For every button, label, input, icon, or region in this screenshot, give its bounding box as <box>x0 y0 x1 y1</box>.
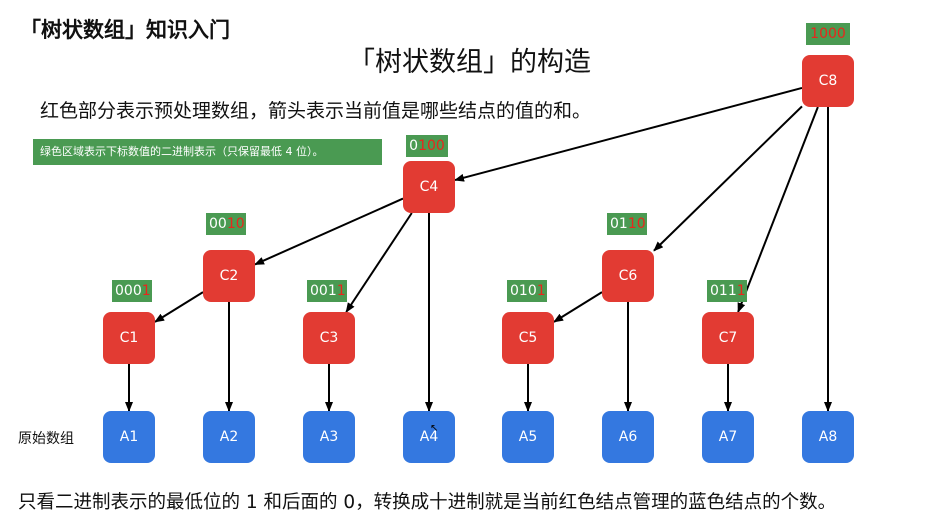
tree-node-c2: C2 <box>203 250 255 302</box>
green-legend-note: 绿色区域表示下标数值的二进制表示（只保留最低 4 位）。 <box>33 139 382 165</box>
original-array-label: 原始数组 <box>18 431 74 447</box>
array-node-a2: A2 <box>203 411 255 463</box>
binary-high-bits: 0 <box>409 138 419 154</box>
subtitle: 红色部分表示预处理数组，箭头表示当前值是哪些结点的值的和。 <box>40 100 592 122</box>
mouse-cursor-icon: ↖ <box>430 423 439 434</box>
binary-low-bits: 10 <box>627 216 646 232</box>
arrow-c8-to-c6 <box>653 105 803 252</box>
corner-title: 「树状数组」知识入门 <box>20 18 230 42</box>
binary-high-bits: 001 <box>310 283 337 299</box>
array-node-a6: A6 <box>602 411 654 463</box>
binary-label-c5: 0101 <box>507 280 547 302</box>
binary-low-bits: 1 <box>141 283 151 299</box>
binary-low-bits: 100 <box>418 138 445 154</box>
array-node-a3: A3 <box>303 411 355 463</box>
tree-node-c3: C3 <box>303 312 355 364</box>
binary-high-bits: 00 <box>209 216 227 232</box>
binary-low-bits: 1000 <box>810 26 846 42</box>
binary-label-c4: 0100 <box>406 135 448 157</box>
binary-high-bits: 011 <box>710 283 737 299</box>
binary-high-bits: 01 <box>610 216 628 232</box>
tree-node-c7: C7 <box>702 312 754 364</box>
arrow-c8-to-c4 <box>454 86 803 182</box>
binary-low-bits: 1 <box>536 283 546 299</box>
binary-high-bits: 000 <box>115 283 142 299</box>
binary-low-bits: 10 <box>226 216 245 232</box>
tree-node-c4: C4 <box>403 161 455 213</box>
arrow-c4-to-c3 <box>345 212 413 313</box>
tree-node-c1: C1 <box>103 312 155 364</box>
binary-low-bits: 1 <box>736 283 746 299</box>
array-node-a7: A7 <box>702 411 754 463</box>
array-node-a4: A4 <box>403 411 455 463</box>
array-node-a5: A5 <box>502 411 554 463</box>
binary-high-bits: 010 <box>510 283 537 299</box>
arrow-c4-to-c2 <box>254 197 404 266</box>
arrow-c8-to-c7 <box>737 106 819 313</box>
binary-label-c8: 1000 <box>806 23 850 45</box>
arrow-c6-to-c5 <box>553 291 603 323</box>
binary-label-c2: 0010 <box>206 213 246 235</box>
footer-explanation: 只看二进制表示的最低位的 1 和后面的 0，转换成十进制就是当前红色结点管理的蓝… <box>18 492 837 513</box>
binary-label-c3: 0011 <box>307 280 347 302</box>
binary-label-c7: 0111 <box>707 280 747 302</box>
arrow-c2-to-c1 <box>154 291 204 323</box>
tree-node-c5: C5 <box>502 312 554 364</box>
tree-node-c6: C6 <box>602 250 654 302</box>
array-node-a1: A1 <box>103 411 155 463</box>
page-title: 「树状数组」的构造 <box>348 47 591 78</box>
binary-low-bits: 1 <box>336 283 346 299</box>
array-node-a8: A8 <box>802 411 854 463</box>
tree-node-c8: C8 <box>802 55 854 107</box>
binary-label-c1: 0001 <box>112 280 152 302</box>
binary-label-c6: 0110 <box>607 213 647 235</box>
